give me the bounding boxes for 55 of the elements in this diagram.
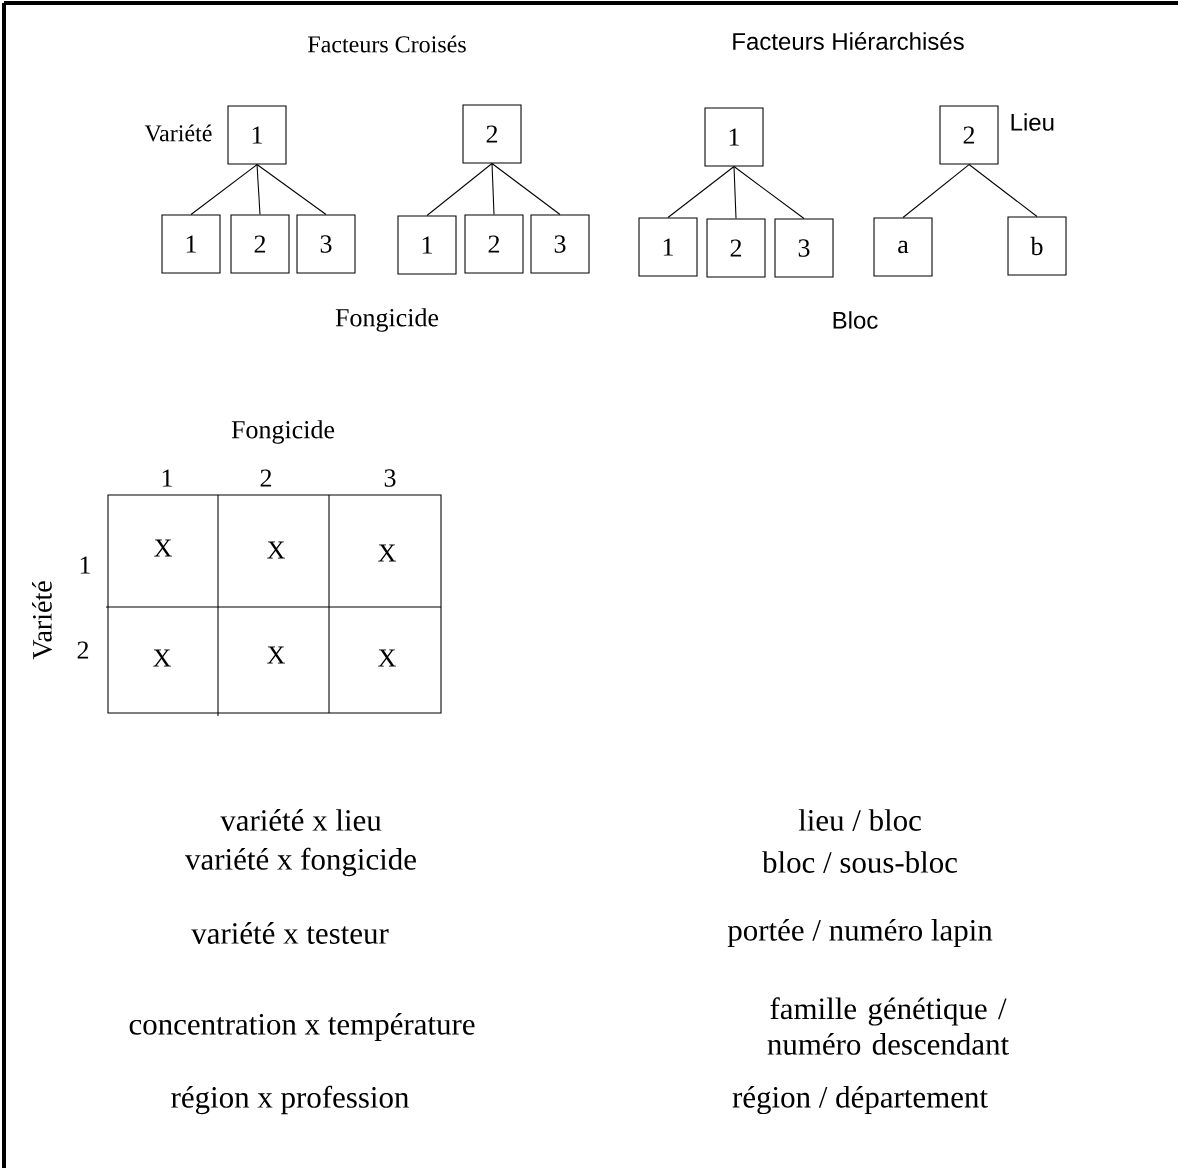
example-text: portée / numéro lapin [727, 919, 993, 948]
level-box: 2 [462, 104, 522, 164]
example-text: bloc / sous-bloc [762, 851, 957, 873]
example-text: région x profession [171, 1085, 409, 1115]
axis-label: Fongicide [335, 308, 439, 332]
connector-line [256, 164, 327, 215]
level-box: 3 [296, 214, 356, 274]
axis-label: Bloc [833, 311, 878, 329]
connector-line [733, 166, 805, 219]
factor-label: Variété [144, 124, 212, 142]
example-text: région / département [732, 1085, 988, 1115]
example-text: famille génétique / numéro descendant [767, 997, 1009, 1055]
level-box: 1 [227, 105, 287, 165]
level-box: 3 [530, 214, 590, 274]
connector-line [426, 163, 493, 216]
level-box: 1 [704, 107, 764, 167]
level-box: 2 [230, 214, 290, 274]
column-number: 3 [384, 469, 396, 487]
table-entry: X [378, 544, 396, 562]
table-entry: X [378, 649, 396, 667]
table-entry: X [267, 646, 285, 664]
connector-line [190, 164, 258, 215]
example-text: concentration x température [129, 1013, 475, 1042]
column-number: 2 [260, 469, 272, 487]
factor-label: Lieu [1011, 113, 1054, 131]
level-box: 1 [397, 215, 457, 275]
example-text: variété x fongicide [185, 847, 416, 877]
connector-line [256, 164, 261, 215]
level-box: 1 [638, 217, 698, 277]
connector-line [902, 164, 970, 218]
connector-line [968, 164, 1038, 217]
connector-line [491, 163, 561, 215]
level-box: 1 [161, 214, 221, 274]
level-box: b [1007, 216, 1067, 276]
connector-line [491, 163, 495, 215]
heading: Facteurs Croisés [308, 35, 466, 53]
heading: Facteurs Hiérarchisés [733, 32, 964, 50]
level-box: 3 [774, 218, 834, 278]
axis-label: Variété [32, 581, 52, 660]
column-number: 1 [162, 469, 172, 487]
row-number: 1 [80, 556, 90, 574]
connector-line [733, 166, 737, 219]
table-entry: X [154, 539, 172, 557]
connector-line [667, 166, 735, 218]
example-text: lieu / bloc [798, 809, 921, 831]
table-entry: X [267, 541, 285, 559]
level-box: a [873, 217, 933, 277]
table-entry: X [153, 649, 171, 667]
level-box: 2 [706, 218, 766, 278]
example-text: variété x testeur [191, 922, 389, 944]
axis-label: Fongicide [231, 420, 335, 444]
row-number: 2 [77, 641, 89, 659]
level-box: 2 [464, 214, 524, 274]
level-box: 2 [939, 105, 999, 165]
example-text: variété x lieu [220, 809, 382, 831]
